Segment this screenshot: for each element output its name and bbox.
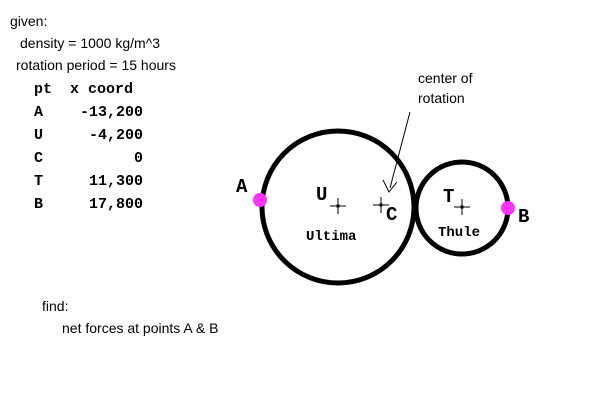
point-a-marker [253,193,267,207]
center-label-line2: rotation [418,90,465,106]
table-row-pt: T [34,173,44,190]
center-label-line1: center of [418,70,473,86]
sparkle-icon [454,199,470,215]
table-row-pt: B [34,196,44,213]
table-row-x: 11,300 [88,173,143,190]
table-row-x: -4,200 [88,127,143,144]
given-heading: given: [10,13,48,29]
point-u-label: U [316,184,327,206]
center-arrow-head [382,179,398,193]
point-c-label: C [386,204,397,226]
point-a-label: A [236,176,248,198]
table-row-pt: A [34,104,44,121]
table-row-x: 0 [133,150,143,167]
table-header-x: x coord [70,81,134,98]
table-row-x: -13,200 [79,104,143,121]
ultima-label: Ultima [306,229,357,245]
density-text: density = 1000 kg/m^3 [20,35,161,51]
find-text: net forces at points A & B [62,320,219,336]
sparkle-icon [330,198,346,214]
point-t-label: T [443,186,454,208]
sparkle-icon [373,197,389,213]
rotation-period-text: rotation period = 15 hours [16,57,176,73]
table-row-pt: U [34,127,44,144]
table-row-pt: C [34,150,44,167]
point-b-marker [501,201,515,215]
find-heading: find: [42,298,69,314]
table-row-x: 17,800 [88,196,143,213]
center-arrow-line [389,111,411,189]
point-b-label: B [518,206,529,228]
thule-label: Thule [438,225,480,241]
table-header-pt: pt [34,81,53,98]
